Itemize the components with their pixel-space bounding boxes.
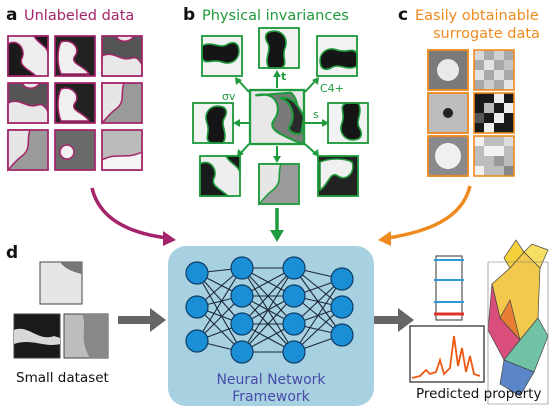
nn-connection xyxy=(241,267,295,325)
nn-node xyxy=(282,340,306,364)
panel-c: c Easily obtainable surrogate data xyxy=(398,5,540,177)
curved-arrow-a xyxy=(90,187,176,246)
nn-node xyxy=(282,312,306,336)
gray-arrow-left xyxy=(118,308,166,332)
panel-b-letter: b xyxy=(183,5,195,25)
nn-node xyxy=(185,329,209,353)
panel-d: d Small dataset Neural Network Framework xyxy=(6,239,549,406)
panel-c-letter: c xyxy=(398,5,408,25)
panel-c-title-line2: surrogate data xyxy=(433,26,540,42)
nn-node xyxy=(330,267,354,291)
nn-connection xyxy=(241,295,295,353)
surrogate-tiles xyxy=(427,49,515,177)
nn-connection xyxy=(196,272,243,353)
panel-a-title: Unlabeled data xyxy=(24,8,134,24)
nn-label-line2: Framework xyxy=(232,389,310,405)
panel-a: a Unlabeled data xyxy=(6,5,143,171)
predicted-property-label: Predicted property xyxy=(416,386,541,402)
nn-node xyxy=(230,256,254,280)
nn-node xyxy=(230,340,254,364)
polycrystal-3d-icon xyxy=(487,239,549,405)
nn-node xyxy=(185,261,209,285)
nn-node xyxy=(330,295,354,319)
nn-node xyxy=(230,312,254,336)
spectrum-plot-icon xyxy=(409,325,485,383)
panel-d-letter: d xyxy=(6,243,18,263)
gray-arrow-right xyxy=(374,308,414,332)
nn-label-line1: Neural Network xyxy=(216,372,326,388)
invariance-tiles xyxy=(192,27,369,205)
symmetry-t: t xyxy=(281,70,286,83)
panel-c-title-line1: Easily obtainable xyxy=(415,8,539,24)
symmetry-sigma-v: σv xyxy=(222,90,236,103)
nn-node xyxy=(282,256,306,280)
curved-arrow-c xyxy=(378,185,472,246)
panel-b: b Physical invariances xyxy=(183,5,369,205)
panel-b-title: Physical invariances xyxy=(202,8,349,24)
nn-connection xyxy=(241,267,295,353)
neural-network-diagram xyxy=(185,256,354,364)
small-dataset-label: Small dataset xyxy=(16,370,109,386)
invariance-arrowheads xyxy=(233,70,329,163)
small-dataset-tiles xyxy=(13,261,109,359)
bar-level-icon xyxy=(434,255,464,321)
symmetry-c4: C4+ xyxy=(320,82,344,95)
nn-node xyxy=(230,284,254,308)
nn-node xyxy=(282,284,306,308)
straight-arrow-b xyxy=(270,208,284,242)
symmetry-s: s xyxy=(313,108,319,121)
unlabeled-tiles xyxy=(7,35,143,171)
panel-a-letter: a xyxy=(6,5,17,25)
nn-connection xyxy=(196,267,243,342)
nn-node xyxy=(185,295,209,319)
nn-connection xyxy=(293,278,343,353)
nn-node xyxy=(330,323,354,347)
